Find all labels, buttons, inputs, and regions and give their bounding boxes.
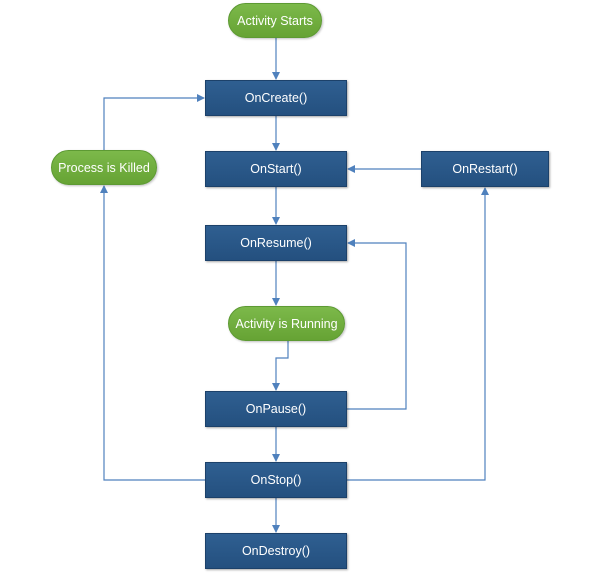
- onpause-node: OnPause(): [205, 391, 347, 427]
- activity-starts-node: Activity Starts: [228, 3, 322, 38]
- oncreate-node: OnCreate(): [205, 80, 347, 116]
- onstart-node: OnStart(): [205, 151, 347, 187]
- connector-onpause-to-onresume: [347, 239, 407, 410]
- activity-running-node: Activity is Running: [228, 306, 345, 341]
- onrestart-node: OnRestart(): [421, 151, 549, 187]
- connector-onstop-to-onrestart: [347, 187, 489, 481]
- onstop-node: OnStop(): [205, 462, 347, 498]
- connector-running-to-onpause: [272, 341, 289, 391]
- ondestroy-node: OnDestroy(): [205, 533, 347, 569]
- process-killed-node: Process is Killed: [51, 150, 157, 185]
- onresume-node: OnResume(): [205, 225, 347, 261]
- connector-process-killed-to-oncreate: [103, 94, 205, 150]
- connector-onstop-to-process-killed: [100, 185, 205, 481]
